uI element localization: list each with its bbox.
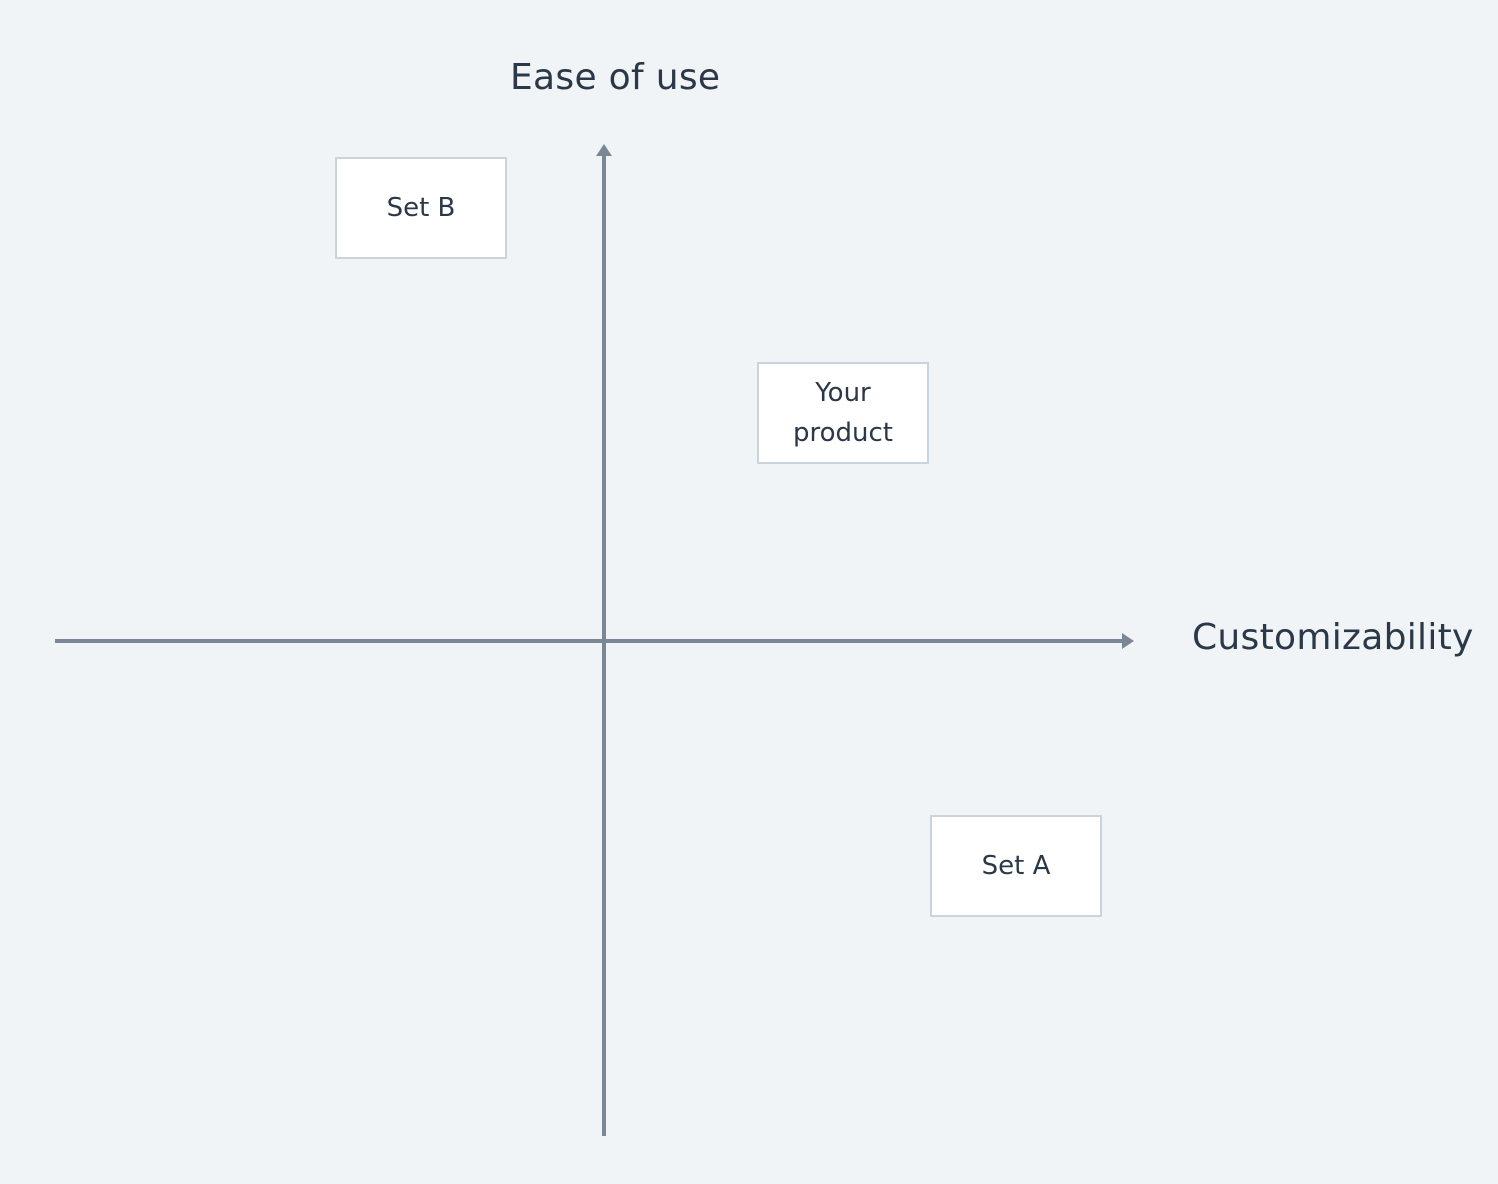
y-axis-arrow-icon bbox=[596, 144, 612, 156]
x-axis-title: Customizability bbox=[1192, 617, 1474, 658]
your-product-label: Your product bbox=[792, 378, 893, 448]
x-axis-arrow-icon bbox=[1122, 633, 1134, 649]
set-b-label: Set B bbox=[386, 193, 456, 223]
set-a-box: Set A bbox=[930, 815, 1102, 917]
set-b-box: Set B bbox=[335, 157, 507, 259]
y-axis-title: Ease of use bbox=[510, 57, 721, 98]
your-product-box: Your product bbox=[757, 362, 929, 464]
set-a-label: Set A bbox=[981, 851, 1051, 881]
